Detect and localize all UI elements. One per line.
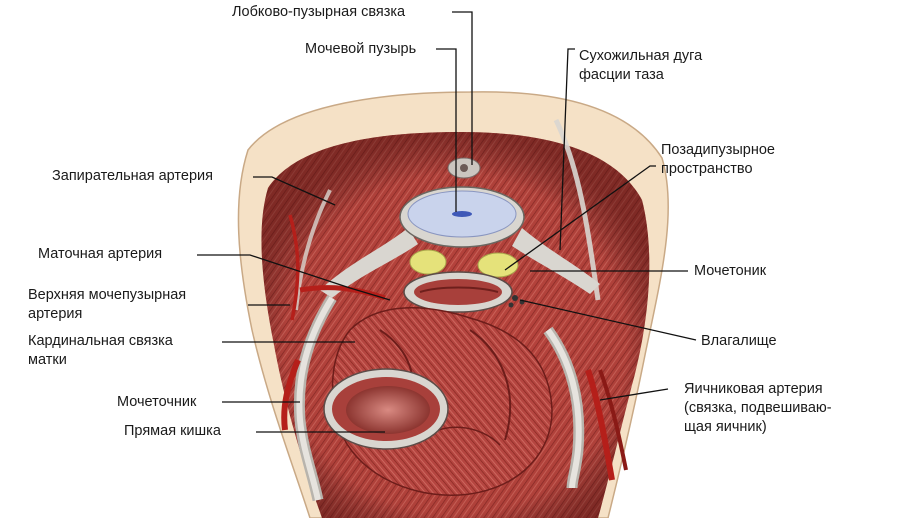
label-rectum: Прямая кишка bbox=[124, 423, 221, 439]
fascia-wing-left bbox=[320, 228, 418, 298]
label-cardinal-ligament: Кардинальная связка матки bbox=[28, 333, 173, 368]
retropubic-fat-right bbox=[477, 252, 519, 278]
label-superior-vesical-artery: Верхняя мочепузырная артерия bbox=[28, 287, 187, 322]
label-bladder: Мочевой пузырь bbox=[305, 41, 417, 57]
fascia-wing-right bbox=[512, 228, 600, 294]
obturator-artery-shape bbox=[288, 214, 300, 321]
left-iliac-artery-shape bbox=[281, 358, 301, 431]
label-uterine-artery: Маточная артерия bbox=[38, 246, 163, 262]
label-ureter: Мочеточник bbox=[117, 394, 197, 410]
label-retropubic-space: Позадипузырное пространство bbox=[661, 142, 775, 177]
label-vagina: Влагалище bbox=[701, 333, 777, 349]
label-obturator-artery: Запирательная артерия bbox=[52, 168, 213, 184]
leader-lines bbox=[197, 11, 697, 433]
label-ovarian-artery: Яичниковая артерия (связка, подвешиваю- … bbox=[684, 381, 832, 435]
label-ureteric-sheath: Мочетоник bbox=[694, 263, 767, 279]
ovarian-artery-shape bbox=[585, 369, 615, 481]
label-pubovesical-ligament: Лобково-пузырная связка bbox=[232, 4, 406, 20]
retropubic-fat-left bbox=[409, 249, 447, 275]
label-tendinous-arch: Сухожильная дуга фасции таза bbox=[579, 48, 703, 83]
